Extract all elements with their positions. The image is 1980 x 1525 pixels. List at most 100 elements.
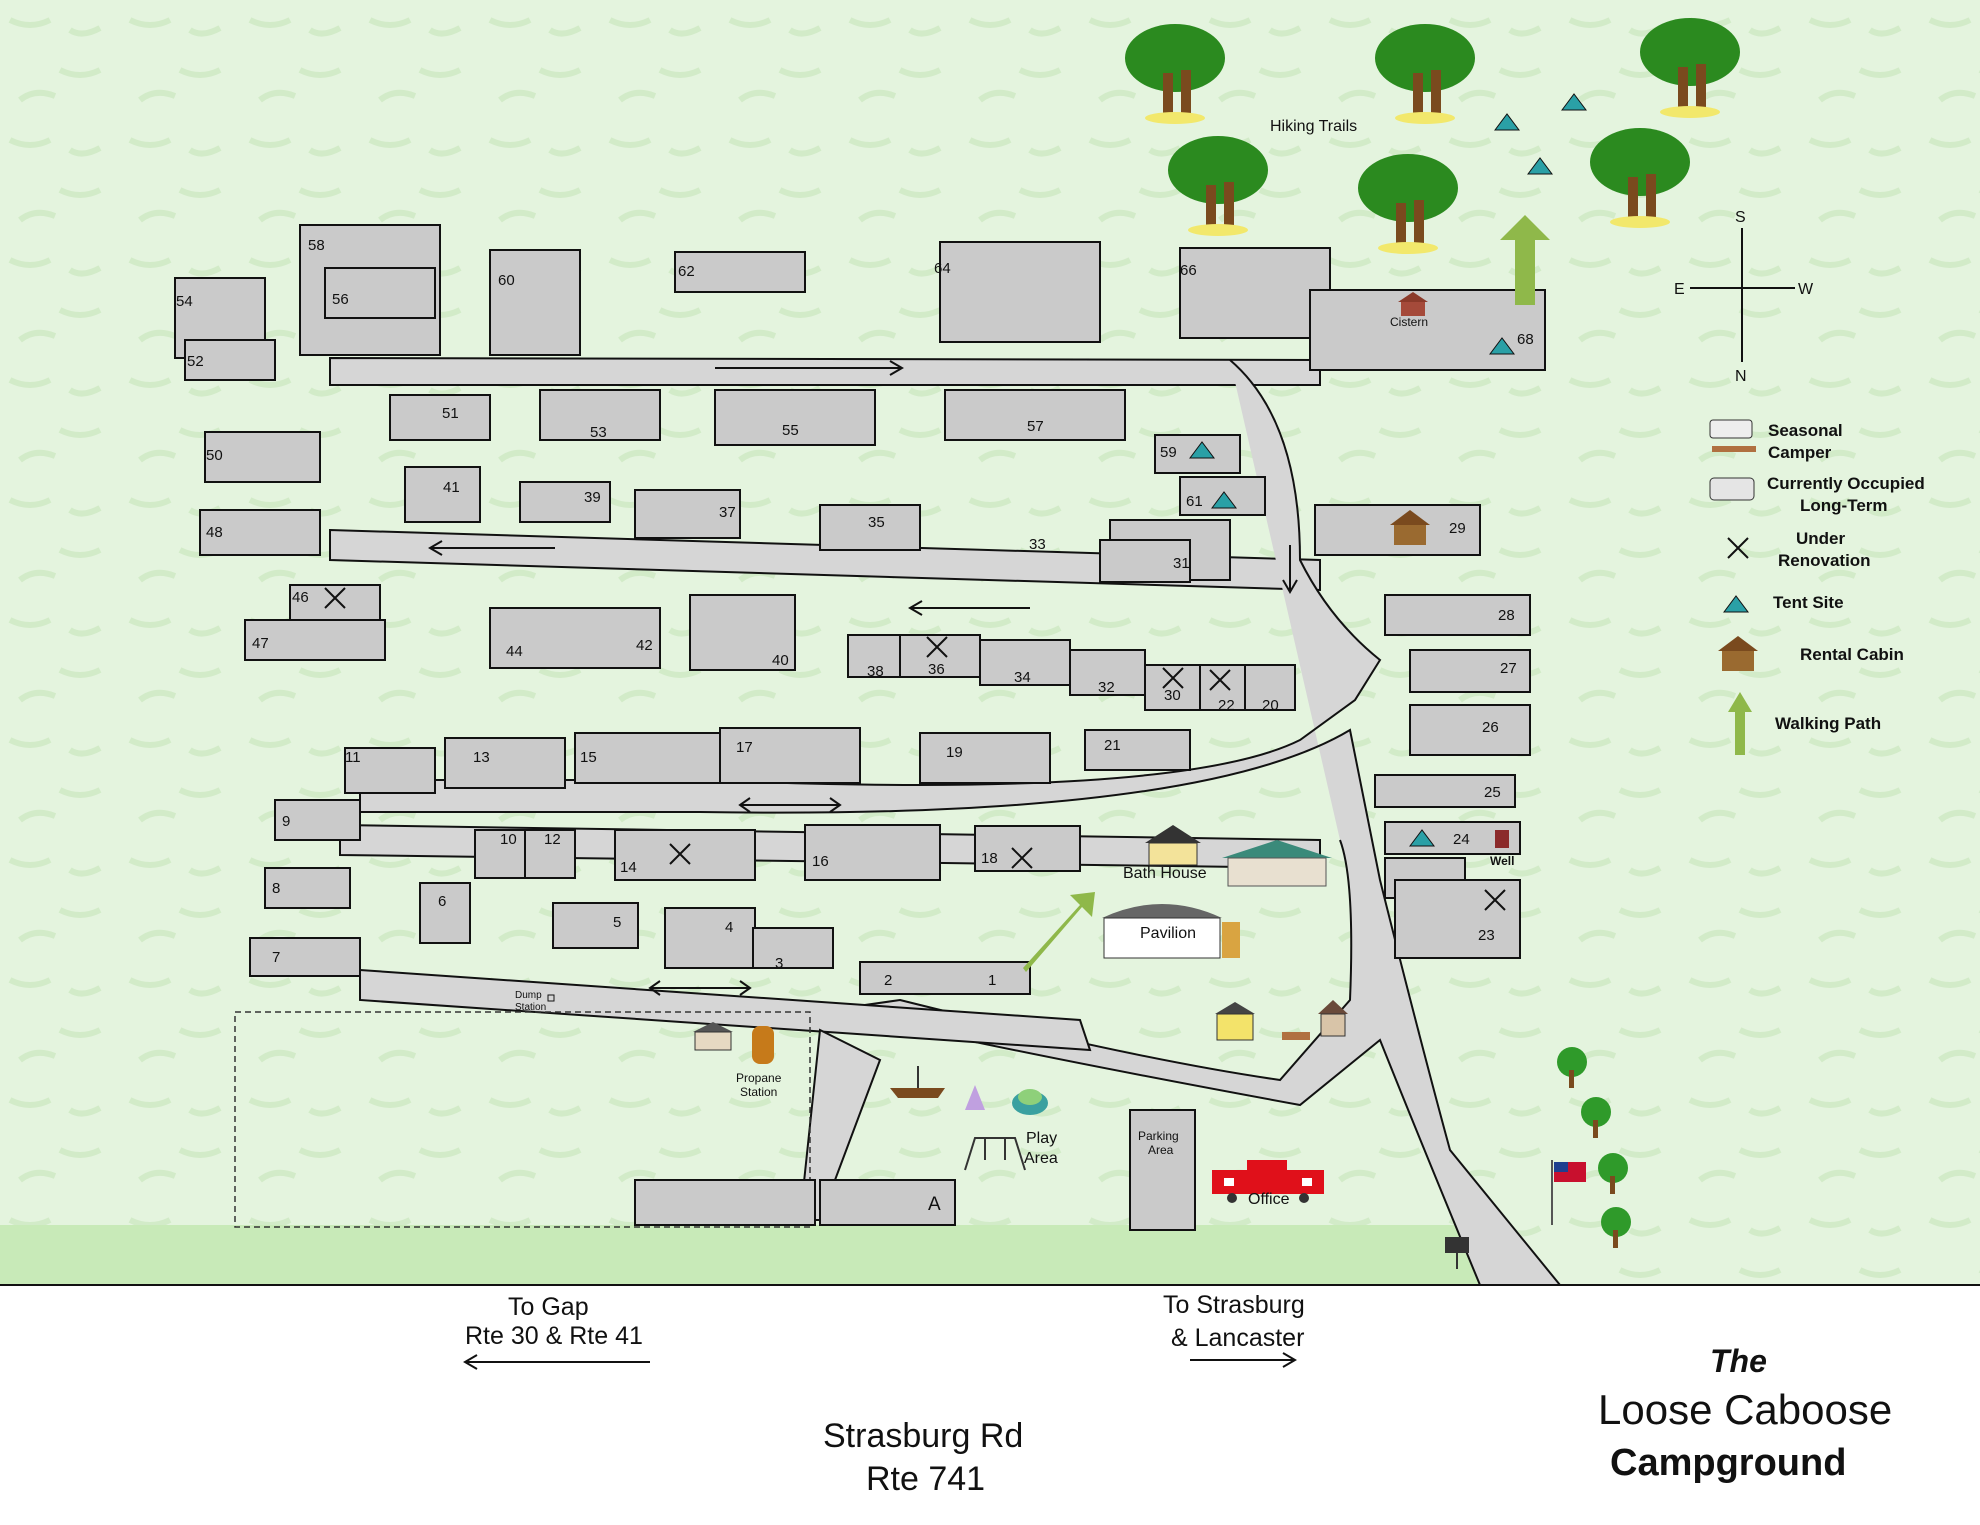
tent-icon [1561,93,1587,111]
site-number-30: 30 [1164,687,1181,704]
cabin-icon [1390,510,1430,545]
site-number-53: 53 [590,424,607,441]
site-number-39: 39 [584,489,601,506]
play-area-label-2: Area [1024,1150,1058,1167]
legend-walking-path: Walking Path [1775,714,1881,733]
site-number-12: 12 [544,831,561,848]
propane-tank-icon [752,1026,774,1064]
legend: Seasonal Camper Currently Occupied Long-… [1709,419,1925,755]
walking-path-arrow-pavilion [1023,892,1095,972]
to-strasburg-arrow [1190,1352,1297,1368]
compass-east: E [1674,281,1685,298]
legend-tent-site: Tent Site [1773,593,1844,612]
site-number-17: 17 [736,739,753,756]
site-number-52: 52 [187,353,204,370]
site-number-36: 36 [928,661,945,678]
site-number-32: 32 [1098,679,1115,696]
road-area-background [0,1285,1980,1525]
site-number-23: 23 [1478,927,1495,944]
gazebo-icon [1318,1000,1348,1037]
site-number-28: 28 [1498,607,1515,624]
site-number-47: 47 [252,635,269,652]
tent-icon [1723,595,1749,613]
legend-renovation-line1: Under [1796,529,1846,548]
site-number-58: 58 [308,237,325,254]
site-number-68: 68 [1517,331,1534,348]
site-number-55: 55 [782,422,799,439]
tent-icon [1189,441,1215,459]
strasburg-rd-label: Strasburg Rd [823,1417,1023,1455]
parking-area-label: Parking [1138,1129,1179,1143]
dump-station-marker [547,994,555,1002]
site-number-16: 16 [812,853,829,870]
site-number-27: 27 [1500,660,1517,677]
hiking-trails-label: Hiking Trails [1270,118,1357,135]
site-number-66: 66 [1180,262,1197,279]
seasonal-camper-icon [1709,419,1756,452]
well-label: Well [1490,854,1514,868]
site-number-8: 8 [272,880,280,897]
x-mark-icon [1484,889,1506,911]
compass-south: S [1735,209,1746,226]
site-number-18: 18 [981,850,998,867]
propane-station-label: Propane [736,1071,782,1085]
site-number-56: 56 [332,291,349,308]
site-number-61: 61 [1186,493,1203,510]
site-number-48: 48 [206,524,223,541]
bath-house-icon [1145,825,1201,866]
legend-rental-cabin: Rental Cabin [1800,645,1904,664]
site-number-34: 34 [1014,669,1031,686]
site-number-37: 37 [719,504,736,521]
x-mark-icon [669,843,691,865]
site-number-62: 62 [678,263,695,280]
tree-icon [1168,136,1268,236]
site-number-35: 35 [868,514,885,531]
site-number-59: 59 [1160,444,1177,461]
site-number-15: 15 [580,749,597,766]
swing-icon [964,1137,1026,1171]
propane-station-label-2: Station [740,1085,777,1099]
slide-icon [965,1085,985,1110]
traffic-arrows [428,360,1298,1370]
site-number-42: 42 [636,637,653,654]
tree-icon [1590,128,1690,228]
site-number-21: 21 [1104,737,1121,754]
x-mark-icon [926,636,948,658]
site-number-26: 26 [1482,719,1499,736]
tent-icon [1527,157,1553,175]
x-mark-icon [324,587,346,609]
site-number-14: 14 [620,859,637,876]
compass [1690,228,1795,362]
small-tree-icon [1557,1047,1587,1088]
small-tree-icon [1581,1097,1611,1138]
parking-area-label-2: Area [1148,1143,1174,1157]
caboose-icon [1212,1160,1324,1203]
site-number-60: 60 [498,272,515,289]
bath-house-label: Bath House [1123,865,1207,882]
site-number-29: 29 [1449,520,1466,537]
pavilion-label: Pavilion [1140,925,1196,942]
site-a-label: A [928,1194,941,1215]
tent-icon [1489,337,1515,355]
rte-741-label: Rte 741 [866,1460,985,1498]
site-number-1: 1 [988,972,996,989]
arrow-up-icon [1728,692,1752,755]
tent-icon [1494,113,1520,131]
tree-icon [1640,18,1740,118]
site-number-6: 6 [438,893,446,910]
site-number-22: 22 [1218,697,1235,714]
site-number-25: 25 [1484,784,1501,801]
site-number-9: 9 [282,813,290,830]
pavilion-icon [1102,904,1240,959]
legend-longterm-line1: Currently Occupied [1767,474,1925,493]
shed-icon [1215,1002,1255,1041]
legend-seasonal-line2: Camper [1768,443,1832,462]
site-pads [174,224,1546,1231]
dump-station-label-2: Station [515,1002,546,1013]
tent-icon [1211,491,1237,509]
site-number-33: 33 [1029,536,1046,553]
site-number-10: 10 [500,831,517,848]
to-strasburg-label: To Strasburg [1163,1291,1305,1319]
campground-sign-icon [1445,1237,1469,1269]
